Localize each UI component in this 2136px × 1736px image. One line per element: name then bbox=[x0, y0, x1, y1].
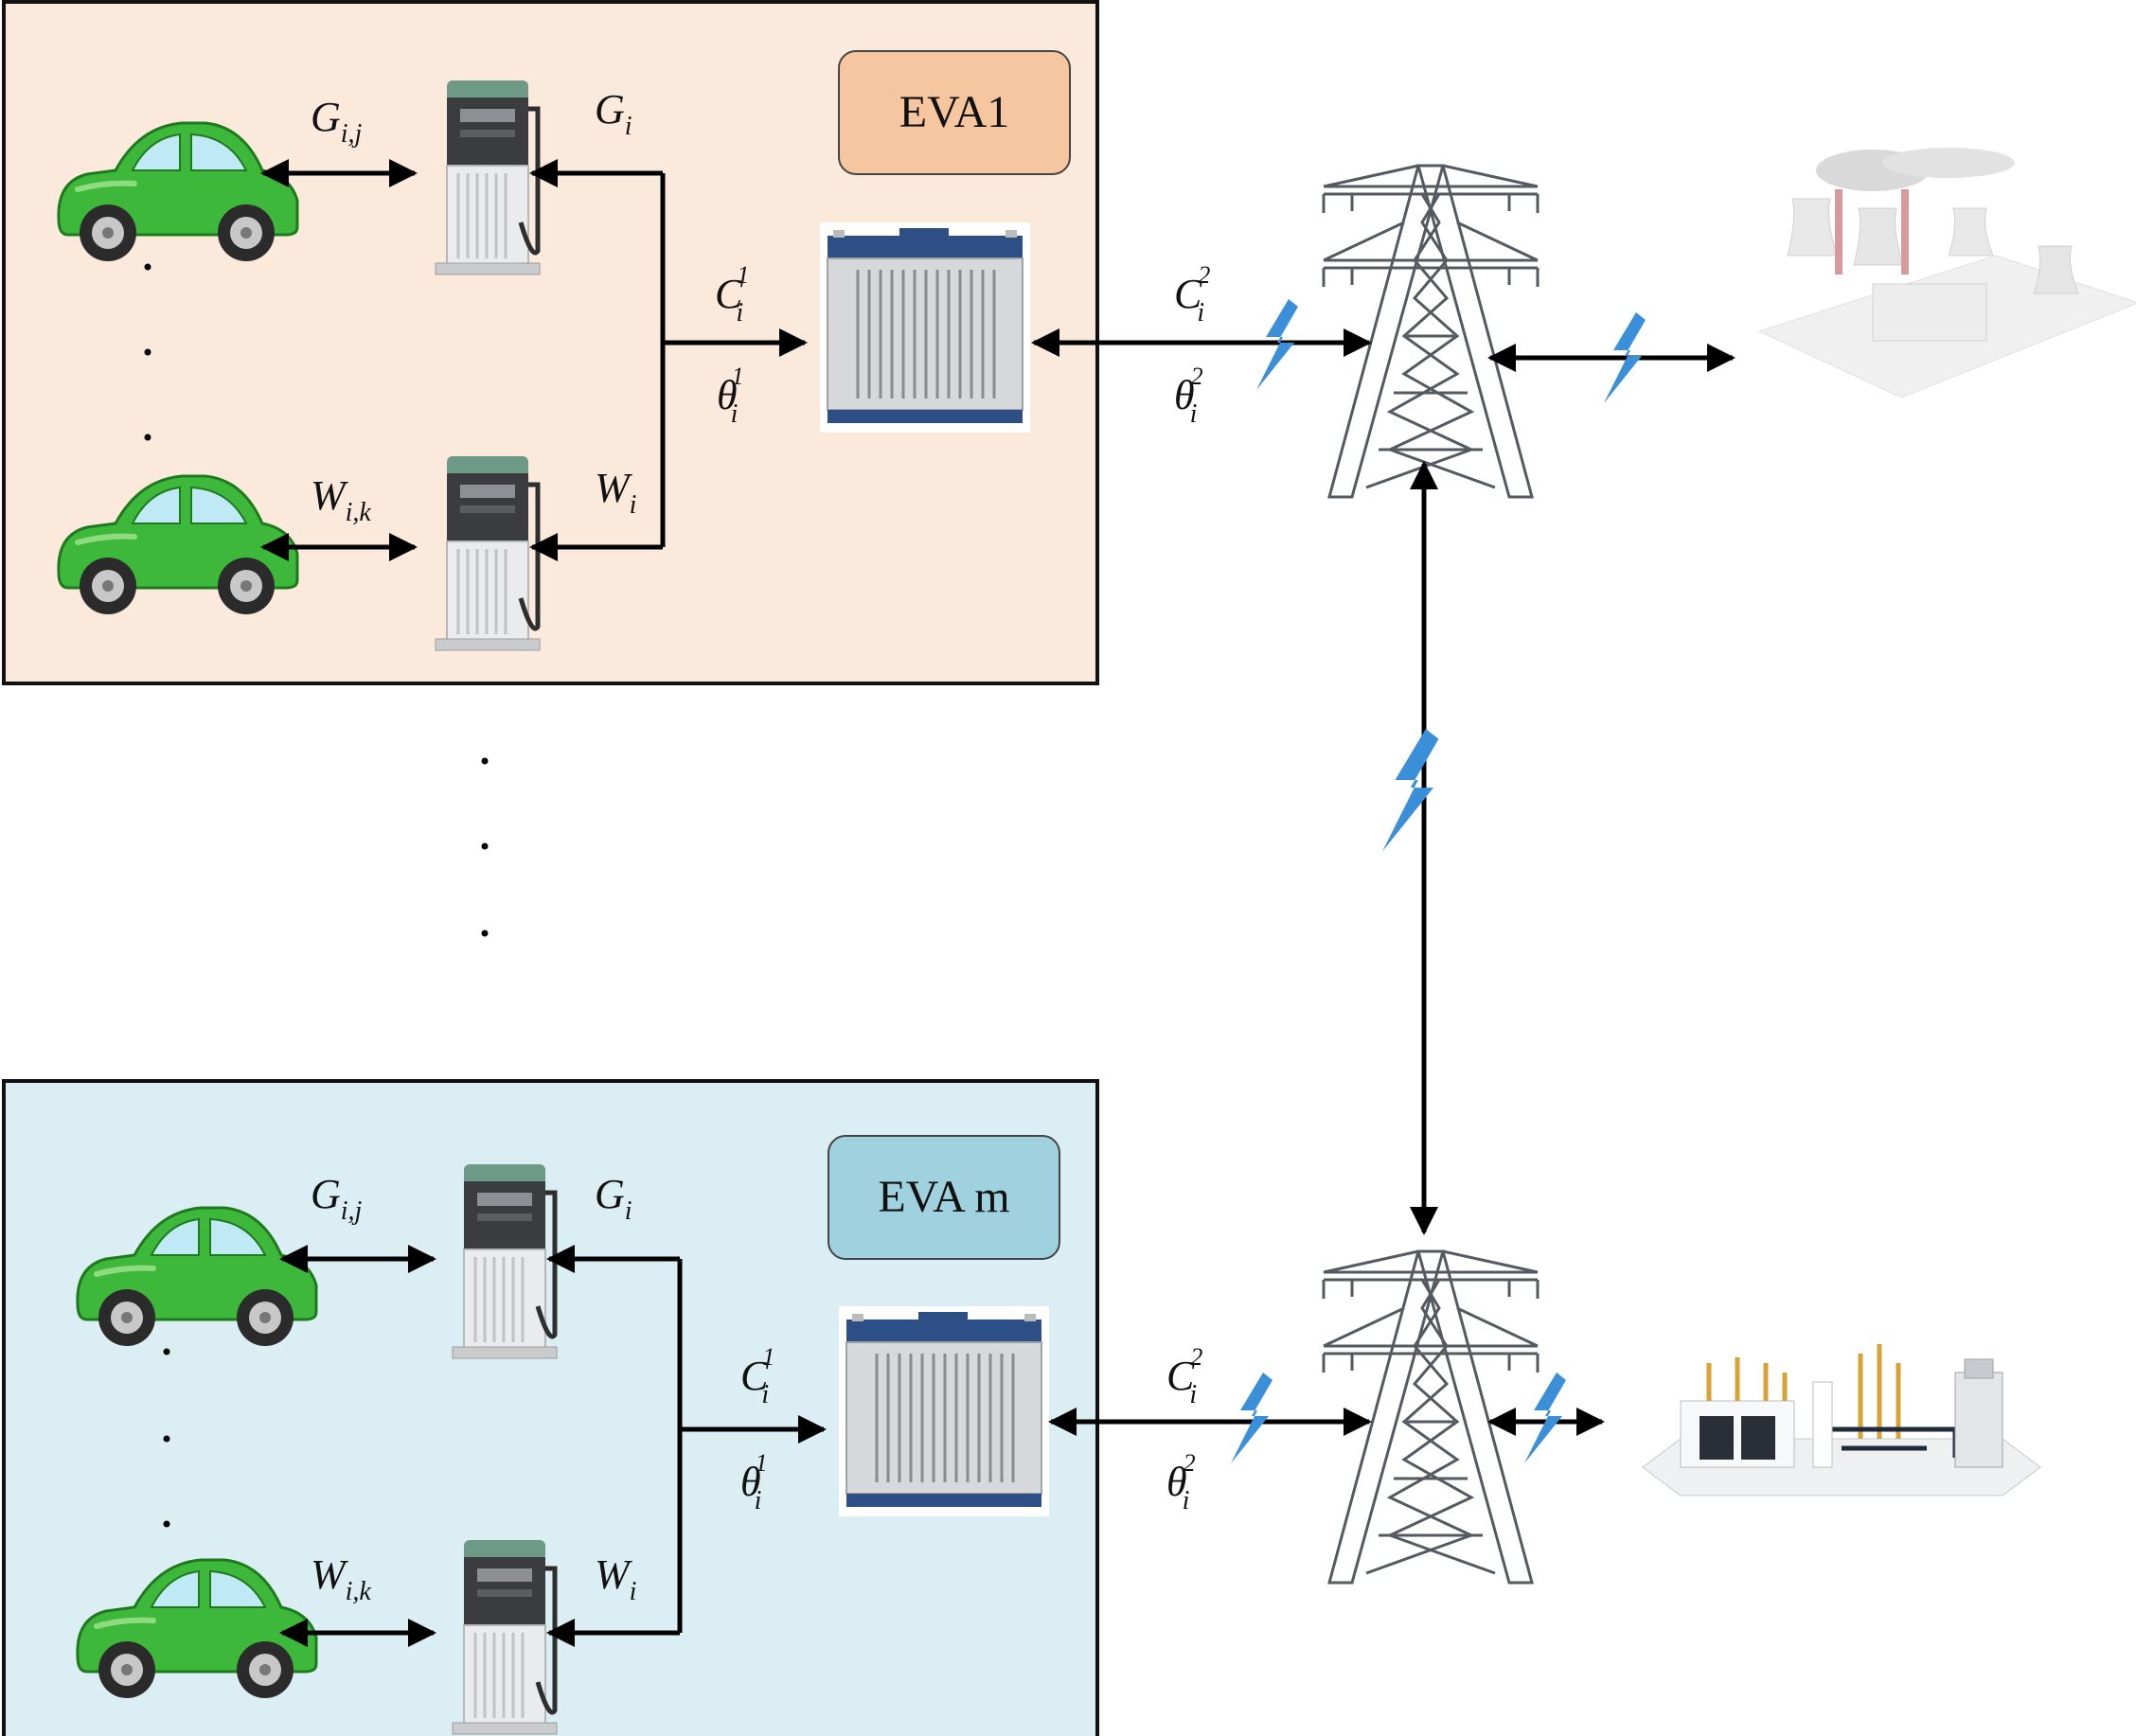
power-plant-icon bbox=[1758, 147, 2136, 399]
lightning-icon bbox=[1231, 1373, 1273, 1463]
energy-storage-icon bbox=[818, 221, 1032, 434]
ellipsis-dot bbox=[481, 757, 489, 765]
substation-icon bbox=[1643, 1344, 2040, 1496]
label-w-ik: Wi,k bbox=[311, 1551, 371, 1606]
eva1-label-box bbox=[838, 50, 1071, 175]
grid-side bbox=[1031, 147, 2136, 1585]
label-w-ik: Wi,k bbox=[311, 472, 371, 527]
charging-pile-icon bbox=[436, 80, 540, 275]
ellipsis-dot bbox=[144, 263, 151, 271]
charging-pile-icon bbox=[453, 1164, 557, 1358]
charging-pile-icon bbox=[436, 456, 540, 650]
label-w-i: Wi bbox=[595, 465, 636, 520]
transmission-tower-icon bbox=[1322, 1249, 1540, 1585]
ellipsis-dot bbox=[481, 930, 489, 937]
ellipsis-dot bbox=[163, 1435, 170, 1443]
ellipsis-dot bbox=[144, 348, 151, 356]
ellipsis-dot bbox=[163, 1520, 170, 1528]
ellipsis-dot bbox=[481, 842, 489, 850]
label-g-i: Gi bbox=[595, 86, 632, 141]
eva1-label: EVA1 bbox=[899, 87, 1009, 137]
lightning-icon bbox=[1524, 1373, 1566, 1463]
energy-storage-icon bbox=[837, 1304, 1051, 1518]
label-g-i: Gi bbox=[595, 1171, 632, 1226]
charging-pile-icon bbox=[453, 1540, 557, 1734]
label-g-ij: Gi,j bbox=[311, 94, 363, 149]
label-w-i: Wi bbox=[595, 1551, 636, 1606]
ellipsis-dot bbox=[144, 434, 151, 441]
evam-label-box bbox=[828, 1135, 1060, 1260]
ellipsis-dot bbox=[163, 1348, 170, 1355]
transmission-tower-icon bbox=[1322, 164, 1540, 499]
evam-label: EVA m bbox=[878, 1172, 1009, 1222]
lightning-icon bbox=[1382, 729, 1439, 852]
label-g-ij: Gi,j bbox=[311, 1171, 363, 1226]
